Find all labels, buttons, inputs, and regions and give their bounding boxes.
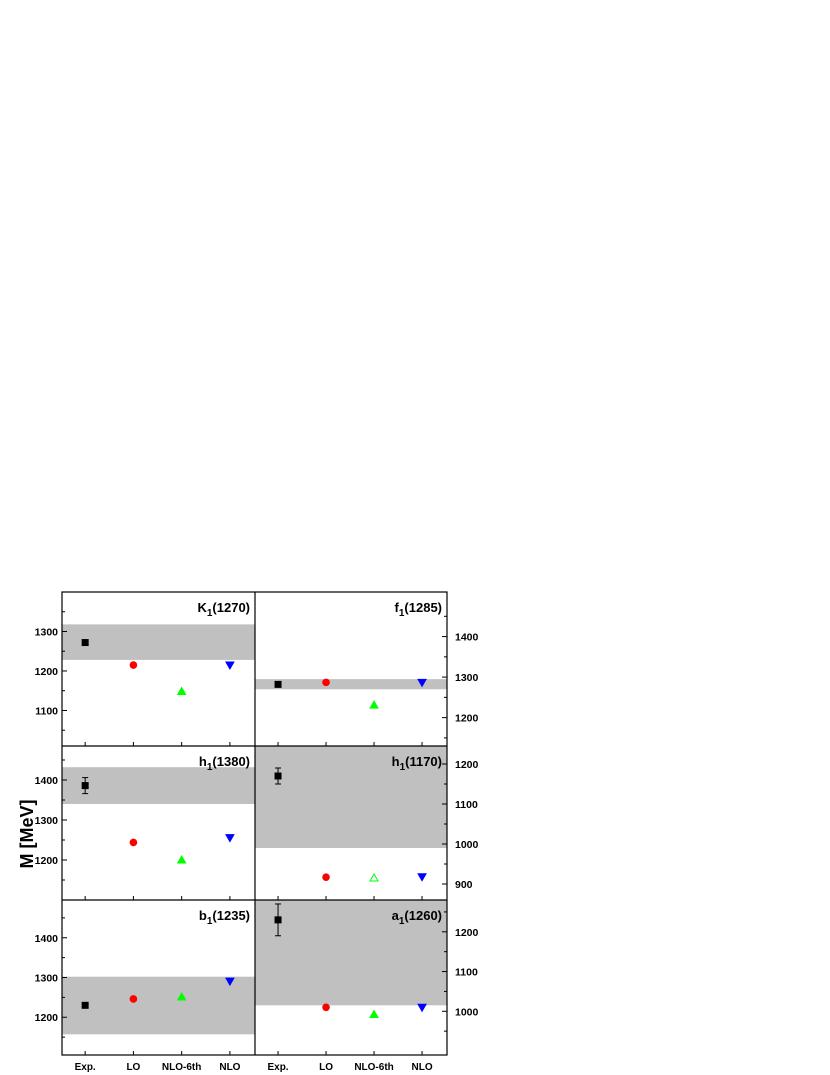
y-tick-label: 1200	[455, 713, 479, 725]
y-tick-label: 1200	[35, 1012, 59, 1024]
y-tick-label: 1100	[455, 967, 478, 979]
x-category-label: LO	[126, 1062, 140, 1073]
point-nlo-6th	[369, 700, 379, 709]
panels-layer: 110012001300K1(1270)120013001400f1(1285)…	[35, 600, 479, 1055]
panel-h11380: 1200 1300 1400 h1(1380)	[35, 754, 255, 900]
panel-title-subscript: 1	[400, 762, 406, 773]
point-lo	[129, 661, 138, 669]
panel-title-base: b	[199, 908, 207, 923]
panel-title-subscript: 1	[399, 608, 405, 619]
uncertainty-band	[62, 624, 255, 660]
panel-title-base: a	[392, 908, 400, 923]
point-nlo	[225, 977, 235, 987]
point-exp	[81, 639, 89, 647]
y-tick-label: 900	[455, 879, 473, 891]
x-category-label: Exp.	[267, 1062, 288, 1073]
panel-a11260: 1000 1100 1200 a1(1260)	[255, 900, 479, 1055]
point-nlo	[417, 678, 427, 688]
point-nlo-6th	[369, 1009, 379, 1018]
y-tick-label: 1100	[455, 799, 478, 811]
panel-title-subscript: 1	[207, 762, 213, 773]
y-tick-label: 1300	[35, 815, 59, 827]
point-nlo	[417, 1003, 427, 1013]
point-nlo	[225, 834, 235, 843]
y-tick-label: 1400	[35, 775, 59, 787]
y-tick-label: 1200	[455, 927, 479, 939]
point-nlo-6th	[176, 686, 187, 696]
point-nlo-6th	[176, 991, 187, 1001]
panel-title: b1(1235)	[199, 908, 250, 927]
y-tick-label: 1300	[35, 626, 59, 638]
panel-title-subscript: 1	[207, 916, 213, 927]
y-tick-label: 1100	[35, 705, 58, 717]
y-tick-label: 1400	[35, 933, 59, 945]
point-exp	[81, 782, 89, 790]
x-category-label: NLO	[219, 1062, 240, 1073]
panel-title-base: h	[199, 754, 207, 769]
point-lo	[322, 873, 330, 882]
uncertainty-band	[62, 976, 255, 1035]
panel-title-base: h	[392, 754, 400, 769]
point-nlo-6th	[369, 872, 379, 882]
panel-title: h1(1170)	[392, 754, 442, 773]
panel-title-suffix: (1260)	[404, 908, 442, 923]
x-category-label: NLO-6th	[162, 1062, 201, 1073]
panel-title-base: K	[197, 600, 207, 615]
panel-title: K1(1270)	[197, 600, 250, 619]
panel-title: a1(1260)	[392, 908, 442, 927]
frame-layer	[61, 591, 448, 1056]
panel-K11270: 1100 1200 1300 K1(1270)	[35, 600, 255, 746]
panel-title: f1(1285)	[395, 600, 442, 619]
y-axis-label: M [MeV]	[17, 800, 37, 869]
uncertainty-band	[62, 767, 255, 804]
x-category-label: LO	[319, 1062, 333, 1073]
point-lo	[129, 995, 138, 1003]
point-nlo-6th	[176, 854, 187, 864]
panel-title-base: f	[395, 600, 400, 615]
y-tick-label: 1000	[455, 839, 479, 851]
y-tick-label: 1200	[455, 759, 479, 771]
panel-title-suffix: (1285)	[404, 600, 442, 615]
panel-title-suffix: (1170)	[405, 754, 442, 769]
panel-title-suffix: (1235)	[212, 908, 250, 923]
uncertainty-band	[255, 679, 447, 690]
panel-f11285: 1200 1300 1400 f1(1285)	[255, 600, 479, 746]
point-lo	[322, 1003, 330, 1012]
point-exp	[274, 772, 282, 780]
panel-title-suffix: (1270)	[212, 600, 250, 615]
panel-title-subscript: 1	[207, 608, 213, 619]
uncertainty-band	[255, 900, 447, 1006]
point-nlo	[417, 873, 427, 882]
point-exp	[81, 1001, 89, 1009]
y-tick-label: 1200	[35, 666, 59, 678]
x-category-label: Exp.	[75, 1062, 96, 1073]
panel-h11170: 900 1000 1100 1200 h1(1170)	[255, 746, 479, 900]
uncertainty-band	[255, 746, 447, 848]
y-tick-label: 1400	[455, 632, 479, 644]
point-exp	[274, 916, 282, 924]
panel-title-subscript: 1	[399, 916, 405, 927]
y-tick-label: 1000	[455, 1006, 479, 1018]
category-labels: Exp. LO NLO-6th NLO Exp. LO NLO-6th NLO	[75, 1062, 433, 1073]
y-tick-label: 1300	[455, 672, 479, 684]
point-lo	[129, 838, 138, 847]
x-category-label: NLO	[411, 1062, 432, 1073]
panel-title: h1(1380)	[199, 754, 250, 773]
point-exp	[274, 680, 282, 688]
point-nlo	[225, 661, 235, 671]
panel-b11235: 1200 1300 1400 b1(1235)	[35, 908, 255, 1055]
y-tick-label: 1200	[35, 855, 59, 867]
y-tick-label: 1300	[35, 973, 59, 985]
panel-title-suffix: (1380)	[212, 754, 250, 769]
x-category-label: NLO-6th	[354, 1062, 393, 1073]
point-lo	[322, 678, 330, 687]
